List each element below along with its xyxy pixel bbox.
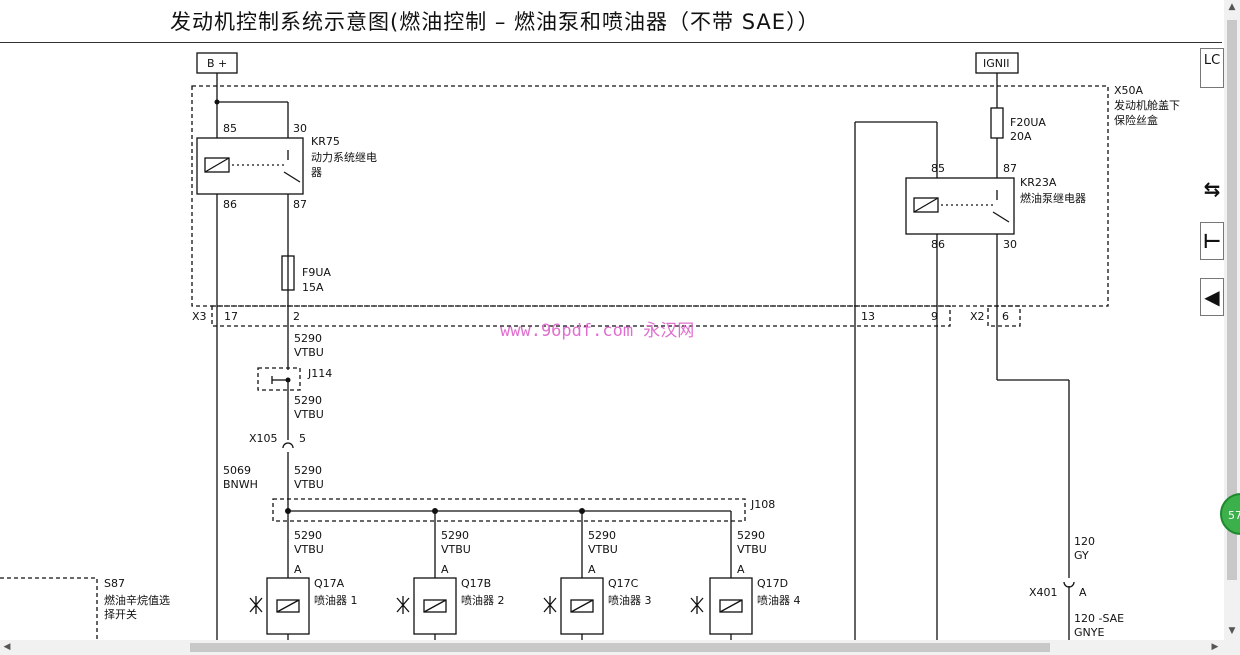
inj-a-wire-color: VTBU xyxy=(294,543,324,556)
inj-2-id: Q17B xyxy=(461,577,491,590)
f20ua-rating: 20A xyxy=(1010,130,1032,143)
inj-c-wire-num: 5290 xyxy=(588,529,616,542)
x105-pin: 5 xyxy=(299,432,306,445)
inj-1-name: 喷油器 1 xyxy=(314,593,358,607)
x401-pin: A xyxy=(1079,586,1087,599)
wire-4-num: 5069 xyxy=(223,464,251,477)
kr23a-id: KR23A xyxy=(1020,176,1057,189)
scrollbar-corner xyxy=(1224,640,1240,655)
kr75-pin-87: 87 xyxy=(293,198,307,211)
pump-wire-1-num: 120 xyxy=(1074,535,1095,548)
inj-3-name: 喷油器 3 xyxy=(608,593,652,607)
kr75-pin-30: 30 xyxy=(293,122,307,135)
horizontal-scroll-thumb[interactable] xyxy=(190,643,1050,652)
horizontal-scrollbar[interactable]: ◀ ▶ xyxy=(0,640,1224,655)
f9ua-id: F9UA xyxy=(302,266,331,279)
wire-2-color: VTBU xyxy=(294,408,324,421)
wire-4-color: BNWH xyxy=(223,478,258,491)
j108-label: J108 xyxy=(750,498,775,511)
fuse-box-id: X50A xyxy=(1114,84,1144,97)
inj-4-pin: A xyxy=(737,563,745,576)
kr23a-pin-85: 85 xyxy=(931,162,945,175)
x3-pin-9: 9 xyxy=(931,310,938,323)
diagram-title: 发动机控制系统示意图(燃油控制 – 燃油泵和喷油器（不带 SAE）） xyxy=(170,10,820,34)
kr23a-name: 燃油泵继电器 xyxy=(1020,191,1086,205)
s87-name-1: 燃油辛烷值选 xyxy=(104,593,170,607)
f9ua-rating: 15A xyxy=(302,281,324,294)
kr23a-pin-87: 87 xyxy=(1003,162,1017,175)
f20ua-id: F20UA xyxy=(1010,116,1046,129)
jump-to-icon[interactable]: ⊢ xyxy=(1200,222,1224,260)
x3-pin-13: 13 xyxy=(861,310,875,323)
scroll-right-icon[interactable]: ▶ xyxy=(1211,642,1219,652)
kr75-pin-86: 86 xyxy=(223,198,237,211)
kr75-name-2: 器 xyxy=(311,166,322,179)
x2-id: X2 xyxy=(970,310,985,323)
pump-wire-2-num: 120 -SAE xyxy=(1074,612,1124,625)
inj-a-wire-num: 5290 xyxy=(294,529,322,542)
s87-id: S87 xyxy=(104,577,125,590)
inj-2-name: 喷油器 2 xyxy=(461,593,505,607)
scroll-up-icon[interactable]: ▲ xyxy=(1228,2,1236,12)
inj-d-wire-color: VTBU xyxy=(737,543,767,556)
inj-4-name: 喷油器 4 xyxy=(757,593,801,607)
kr23a-pin-86: 86 xyxy=(931,238,945,251)
kr23a-pin-30: 30 xyxy=(1003,238,1017,251)
inj-2-pin: A xyxy=(441,563,449,576)
inj-1-pin: A xyxy=(294,563,302,576)
wire-2-num: 5290 xyxy=(294,394,322,407)
page-layout-button[interactable]: LC xyxy=(1200,48,1224,88)
inj-3-pin: A xyxy=(588,563,596,576)
s87-name-2: 择开关 xyxy=(104,607,137,621)
pump-wire-1-color: GY xyxy=(1074,549,1089,562)
kr75-name-1: 动力系统继电 xyxy=(311,151,377,164)
inj-4-id: Q17D xyxy=(757,577,788,590)
wiring-diagram: B + IGNII X50A 发动机舱盖下 保险丝盒 85 30 86 87 K… xyxy=(0,52,1180,640)
vertical-scroll-thumb[interactable] xyxy=(1227,20,1237,580)
x3-id: X3 xyxy=(192,310,207,323)
inj-d-wire-num: 5290 xyxy=(737,529,765,542)
fuse-box-name-1: 发动机舱盖下 xyxy=(1114,98,1180,112)
inj-1-id: Q17A xyxy=(314,577,345,590)
watermark: www.96pdf.com 永汉网 xyxy=(500,321,694,341)
back-arrow-icon[interactable]: ◀ xyxy=(1200,278,1224,316)
fuse-box-name-2: 保险丝盒 xyxy=(1114,113,1158,127)
j114-label: J114 xyxy=(307,367,332,380)
wire-3-color: VTBU xyxy=(294,478,324,491)
inj-3-id: Q17C xyxy=(608,577,639,590)
scroll-down-icon[interactable]: ▼ xyxy=(1228,626,1236,636)
kr75-id: KR75 xyxy=(311,135,340,148)
swap-arrows-icon[interactable]: ⇆ xyxy=(1200,170,1224,208)
vertical-scrollbar[interactable]: ▲ ▼ xyxy=(1224,0,1240,640)
inj-b-wire-num: 5290 xyxy=(441,529,469,542)
wire-3-num: 5290 xyxy=(294,464,322,477)
b-plus-label: B + xyxy=(207,57,227,70)
x3-pin-17: 17 xyxy=(224,310,238,323)
kr75-pin-85: 85 xyxy=(223,122,237,135)
scroll-left-icon[interactable]: ◀ xyxy=(3,642,11,652)
ign-label: IGNII xyxy=(983,57,1010,70)
pump-wire-2-color: GNYE xyxy=(1074,626,1104,639)
wire-1-num: 5290 xyxy=(294,332,322,345)
x401-id: X401 xyxy=(1029,586,1058,599)
x2-pin-6: 6 xyxy=(1002,310,1009,323)
inj-c-wire-color: VTBU xyxy=(588,543,618,556)
x3-pin-2: 2 xyxy=(293,310,300,323)
wire-1-color: VTBU xyxy=(294,346,324,359)
inj-b-wire-color: VTBU xyxy=(441,543,471,556)
title-divider xyxy=(0,42,1222,43)
x105-id: X105 xyxy=(249,432,278,445)
